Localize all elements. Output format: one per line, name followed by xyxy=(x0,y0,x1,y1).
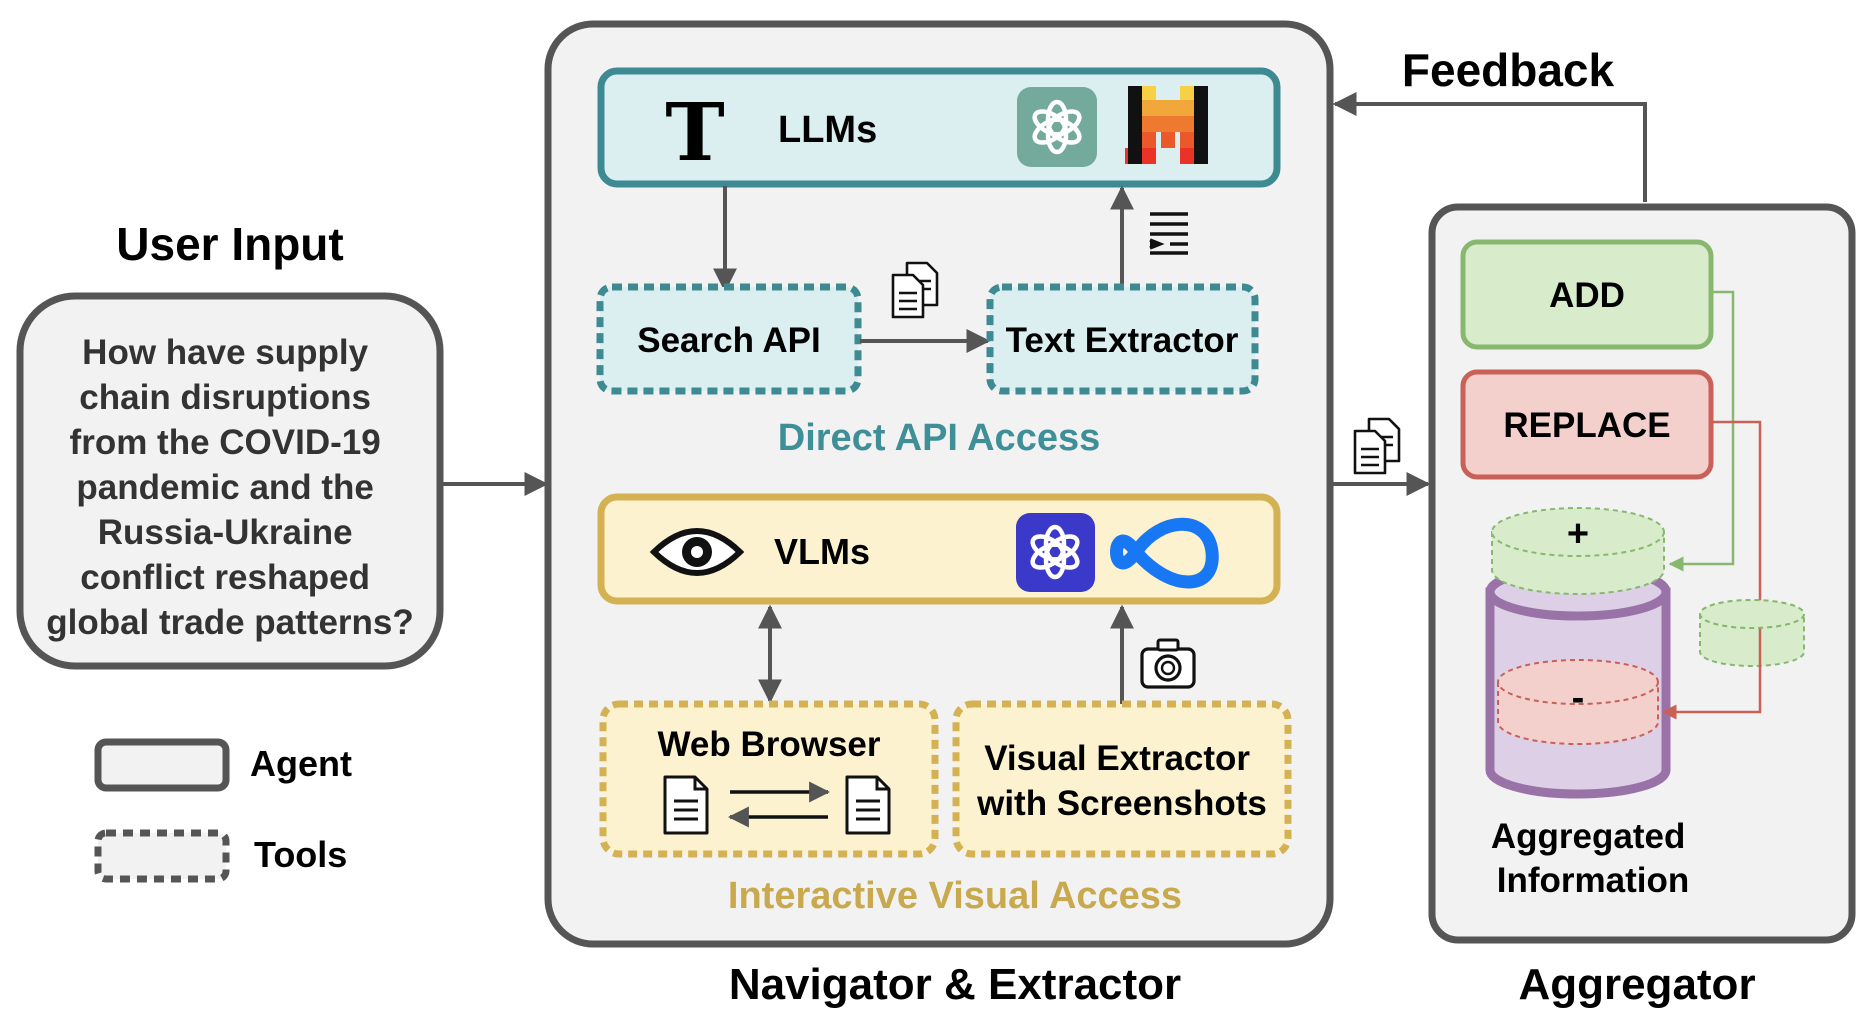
text-extractor-label: Text Extractor xyxy=(1006,321,1239,360)
legend-tools-label: Tools xyxy=(254,834,347,875)
replacement-disk-overlay xyxy=(1699,599,1805,629)
user-input-box xyxy=(16,292,444,670)
plus-sign: + xyxy=(1567,513,1589,555)
documents-icon xyxy=(1353,417,1401,475)
eye-icon xyxy=(649,528,745,576)
search-api-tool xyxy=(596,283,862,395)
question-line: global trade patterns? xyxy=(46,603,414,642)
feedback-label: Feedback xyxy=(1402,44,1615,96)
replace-label: REPLACE xyxy=(1503,406,1670,445)
remove-disk: - xyxy=(1497,659,1659,745)
text-format-icon xyxy=(1149,212,1188,255)
meta-icon xyxy=(1110,517,1219,589)
visual-extractor-label: Visual Extractor with Screenshots xyxy=(976,739,1267,823)
document-icon xyxy=(663,775,709,835)
question-line: chain disruptions xyxy=(79,378,371,417)
document-icon xyxy=(845,775,891,835)
add-operation xyxy=(1460,239,1714,350)
add-label: ADD xyxy=(1549,276,1625,315)
question-line: Russia-Ukraine xyxy=(98,513,353,552)
replace-operation xyxy=(1460,369,1714,480)
llms-label: LLMs xyxy=(778,109,877,151)
question-line: from the COVID-19 xyxy=(70,423,381,462)
web-browser-label: Web Browser xyxy=(657,725,880,764)
llm-t-glyph: T xyxy=(665,85,725,179)
camera-icon xyxy=(1140,638,1196,689)
aggregated-info-label: Aggregated Information xyxy=(1491,817,1695,900)
add-to-db-arrow xyxy=(1668,290,1735,572)
question-line: How have supply xyxy=(82,333,368,372)
openai-icon xyxy=(1016,513,1095,592)
openai-icon xyxy=(1017,87,1097,167)
search-api-label: Search API xyxy=(637,321,821,360)
legend-agent-swatch xyxy=(94,738,230,792)
legend-agent-label: Agent xyxy=(250,743,352,784)
vlms-label: VLMs xyxy=(774,531,870,572)
direct-api-caption: Direct API Access xyxy=(778,417,1100,459)
aggregator-title: Aggregator xyxy=(1518,960,1755,1009)
add-disk: + xyxy=(1491,507,1665,595)
mistral-icon xyxy=(1125,86,1208,164)
vlms-box xyxy=(597,493,1281,605)
text-extractor-tool xyxy=(986,283,1259,395)
question-line: conflict reshaped xyxy=(80,558,370,597)
navigator-title: Navigator & Extractor xyxy=(729,960,1181,1009)
llms-box xyxy=(597,67,1281,188)
question-line: pandemic and the xyxy=(76,468,374,507)
legend-tools-swatch xyxy=(94,829,230,883)
minus-sign: - xyxy=(1572,677,1585,719)
user-question: How have supply chain disruptions from t… xyxy=(46,333,414,642)
user-input-heading: User Input xyxy=(116,218,343,270)
interactive-visual-caption: Interactive Visual Access xyxy=(728,875,1182,917)
visual-extractor-tool xyxy=(952,700,1292,858)
feedback-arrow xyxy=(1332,92,1647,202)
